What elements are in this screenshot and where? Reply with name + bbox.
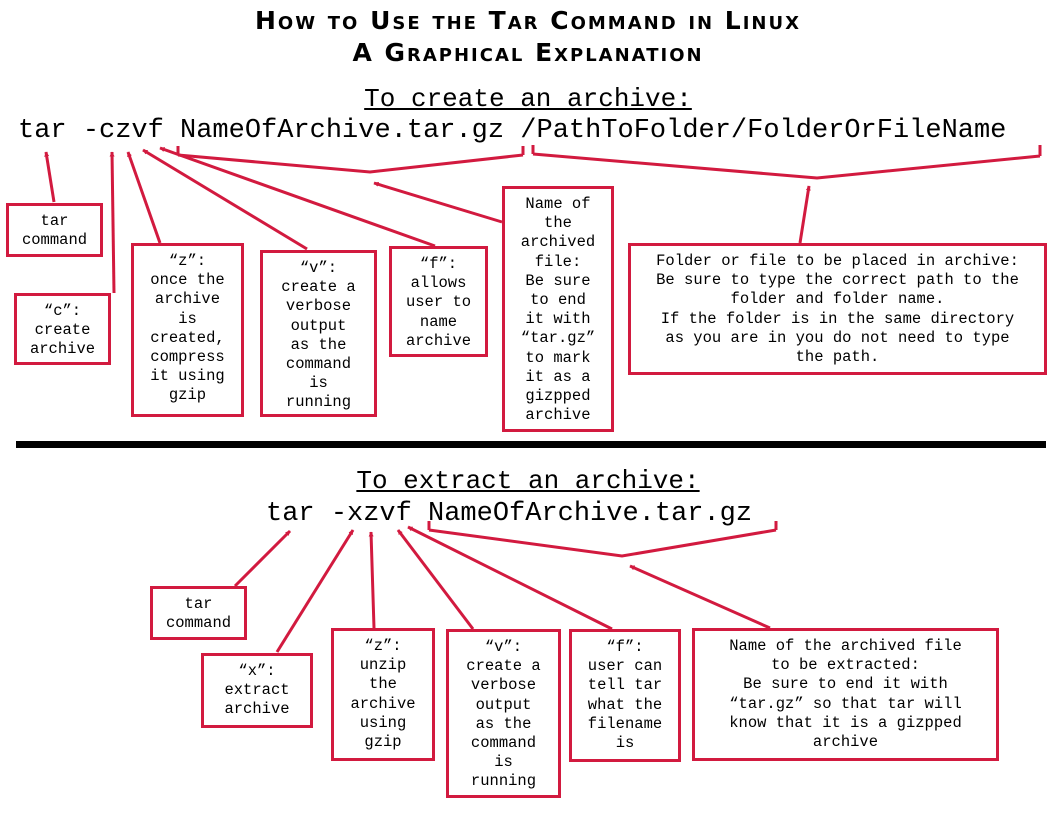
create-arrow-c [109,151,116,294]
extract-token-flags: -xzvf [330,499,412,529]
extract-arrow-tar [233,529,292,588]
create-arrow-z [126,151,162,244]
extract-box-v: “v”: create a verbose output as the comm… [446,629,561,798]
extract-token-tar: tar [266,499,315,529]
extract-arrow-f [407,525,613,631]
extract-arrow-name [629,564,771,630]
section-divider [16,441,1046,448]
create-box-v: “v”: create a verbose output as the comm… [260,250,377,417]
extract-box-z: “z”: unzip the archive using gzip [331,628,435,761]
create-command: tar -czvf NameOfArchive.tar.gz /PathToFo… [18,116,1006,146]
extract-box-f: “f”: user can tell tar what the filename… [569,629,681,762]
create-arrow-folder [798,185,811,244]
create-box-folder: Folder or file to be placed in archive: … [628,243,1047,375]
extract-token-archive: NameOfArchive.tar.gz [428,499,753,529]
extract-box-name: Name of the archived file to be extracte… [692,628,999,761]
extract-box-x: “x”: extract archive [201,653,313,728]
create-archive-bracket [176,146,525,174]
diagram-title-line-2: A Graphical Explanation [352,38,704,67]
create-token-path: /PathToFolder/FolderOrFileName [520,116,1007,146]
create-box-c: “c”: create archive [14,293,111,365]
create-heading: To create an archive: [364,84,692,114]
create-token-archive: NameOfArchive.tar.gz [180,116,505,146]
create-arrow-name [373,181,503,224]
create-token-flags: -czvf [82,116,164,146]
diagram-title-line-1: How to Use the Tar Command in Linux [255,6,801,35]
extract-heading: To extract an archive: [356,466,700,496]
create-box-tar: tar command [6,203,103,257]
extract-arrow-z [368,531,376,629]
create-box-z: “z”: once the archive is created, compre… [131,243,244,417]
extract-arrow-v [396,529,475,630]
create-arrow-tar [44,151,56,203]
create-token-tar: tar [18,116,67,146]
extract-command: tar -xzvf NameOfArchive.tar.gz [266,499,752,529]
create-arrow-f [159,146,436,248]
create-box-name: Name of the archived file: Be sure to en… [502,186,614,432]
create-box-f: “f”: allows user to name archive [389,246,488,357]
create-path-bracket [531,145,1042,180]
extract-box-tar: tar command [150,586,247,640]
create-arrow-v [142,148,308,251]
